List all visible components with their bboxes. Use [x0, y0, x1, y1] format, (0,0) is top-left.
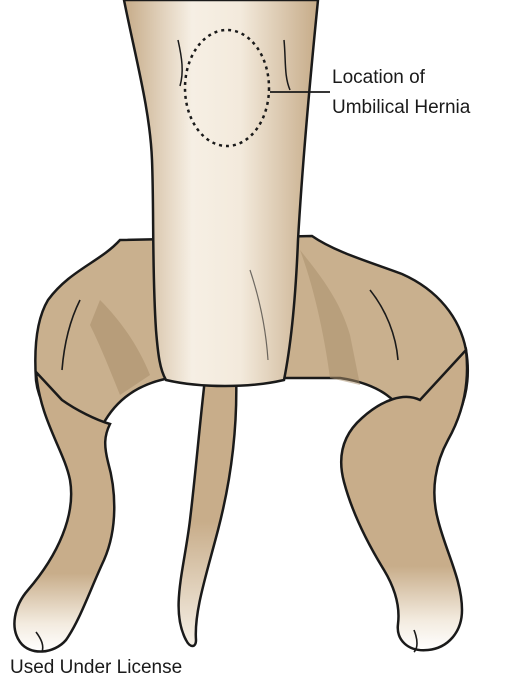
tail — [179, 370, 237, 646]
license-credit: Used Under License — [10, 656, 182, 680]
annotation-label-line2: Umbilical Hernia — [332, 96, 470, 120]
annotation-label-line1: Location of — [332, 66, 425, 90]
